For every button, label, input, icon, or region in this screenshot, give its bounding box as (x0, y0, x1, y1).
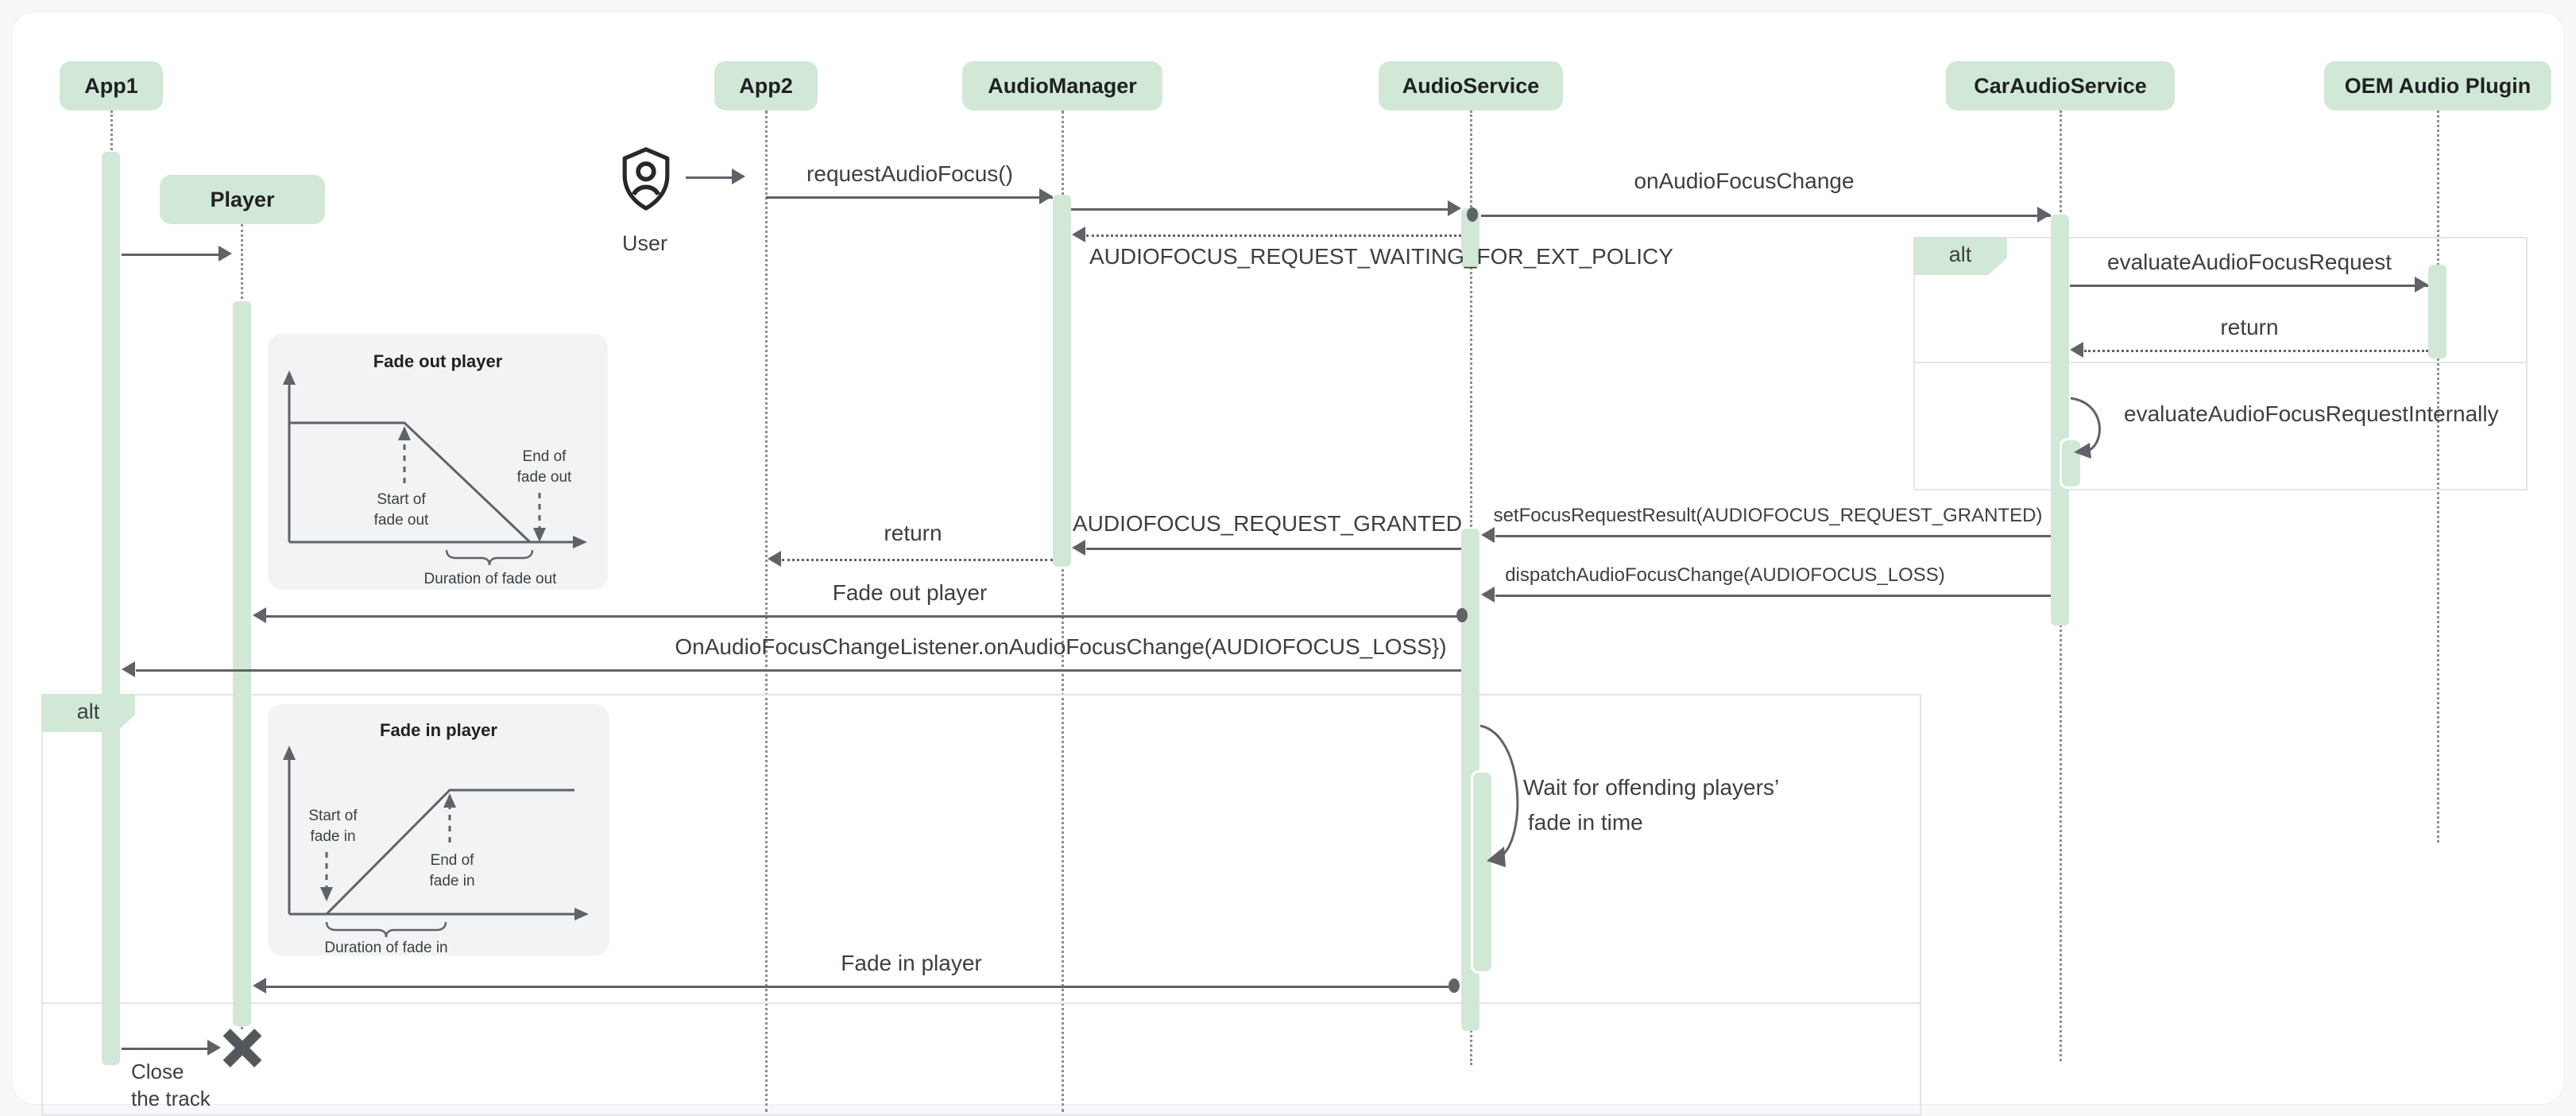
activation-audiomanager (1053, 195, 1071, 567)
fade-out-start-label: Start of (377, 491, 426, 508)
activation-audioservice-wait (1471, 770, 1494, 974)
activation-audioservice-1 (1461, 208, 1479, 268)
participant-audiomanager: AudioManager (962, 61, 1162, 110)
arrowhead-icon (122, 661, 135, 677)
arrowhead-icon (2037, 207, 2051, 223)
fade-in-inset-title: Fade in player (380, 720, 497, 740)
arrowhead-icon (768, 551, 781, 567)
wait-note-line2: fade in time (1528, 810, 1643, 835)
arrowhead-icon (1072, 540, 1085, 556)
wait-note-line1: Wait for offending players’ (1523, 775, 1780, 800)
participant-oem-audio-plugin: OEM Audio Plugin (2324, 61, 2551, 110)
fade-out-end-label2: fade out (517, 469, 572, 486)
fade-in-end-label2: fade in (429, 873, 474, 889)
message-evaluate-request-arrow (2070, 285, 2428, 287)
fade-in-start-label: Start of (308, 808, 358, 824)
activation-player (233, 301, 251, 1026)
message-app1-player-arrow (122, 254, 222, 256)
participant-app1: App1 (60, 61, 163, 110)
arrowhead-icon (2415, 277, 2428, 293)
fade-out-end-label: End of (523, 448, 567, 465)
arrowhead-icon (1448, 200, 1461, 216)
arrowhead-icon (1481, 527, 1495, 543)
message-fade-out-player-label: Fade out player (832, 580, 988, 605)
message-evaluate-request-label: evaluateAudioFocusRequest (2106, 250, 2392, 274)
activation-caraudioservice (2051, 215, 2069, 626)
alt-fragment-divider (1915, 362, 2526, 363)
message-dispatch-change-label: dispatchAudioFocusChange(AUDIOFOCUS_LOSS… (1505, 564, 1945, 586)
user-arrowhead-icon (732, 169, 745, 184)
duration-brace (445, 549, 534, 566)
self-call-arrow (2070, 397, 2101, 459)
message-on-audio-focus-change-label: onAudioFocusChange (1634, 169, 1855, 193)
alt-fragment-label: alt (1913, 237, 2007, 275)
fade-out-inset-chart: Fade out player Start of fade out End of… (268, 334, 608, 590)
message-set-focus-result-label: setFocusRequestResult(AUDIOFOCUS_REQUEST… (1493, 505, 2043, 526)
fade-in-end-label: End of (431, 852, 475, 869)
message-request-audio-focus-arrow (766, 196, 1053, 199)
duration-brace (325, 921, 447, 938)
lifeline-app2 (765, 110, 768, 1112)
message-request-audio-focus-label: requestAudioFocus() (806, 161, 1013, 186)
lifeline-oem (2437, 110, 2439, 843)
message-waiting-ext-policy-label: AUDIOFOCUS_REQUEST_WAITING_FOR_EXT_POLIC… (1089, 244, 1673, 269)
message-set-focus-result-arrow (1495, 535, 2051, 537)
arrowhead-icon (1039, 188, 1053, 204)
message-fade-in-player-arrow (265, 986, 1450, 988)
message-return-oem-arrow (2084, 350, 2428, 352)
alt-fragment-divider (43, 1002, 1920, 1004)
fade-in-duration-label: Duration of fade in (324, 940, 447, 955)
message-dispatch-change-arrow (1495, 595, 2051, 597)
message-evaluate-internally-label: evaluateAudioFocusRequestInternally (2124, 401, 2499, 426)
fade-out-curve (289, 421, 532, 544)
message-fade-in-player-label: Fade in player (841, 951, 982, 975)
participant-audioservice: AudioService (1379, 61, 1563, 110)
alt-fragment-label: alt (41, 694, 135, 732)
arrowhead-icon (253, 978, 266, 994)
fade-in-start-label2: fade in (310, 828, 355, 845)
arrowhead-icon (219, 246, 232, 262)
arrowhead-icon (2070, 342, 2083, 358)
arrowhead-icon (207, 1040, 221, 1056)
message-return-oem-label: return (2220, 315, 2279, 339)
fade-out-duration-label: Duration of fade out (424, 571, 558, 587)
message-waiting-ext-policy-arrow (1086, 234, 1461, 237)
fade-in-inset-chart: Fade in player Start of fade in End of f… (268, 704, 609, 955)
message-on-audio-focus-change-arrow (1481, 215, 2051, 217)
activation-oem (2428, 265, 2446, 358)
message-forward-arrow (1071, 208, 1451, 211)
message-request-granted-arrow (1086, 548, 1461, 550)
participant-caraudioservice: CarAudioService (1946, 61, 2175, 110)
fade-out-start-label2: fade out (374, 512, 429, 529)
close-track-label-line1: Close (131, 1060, 184, 1083)
arrowhead-icon (253, 607, 266, 623)
diagram-card: alt alt App1 App2 AudioManager AudioServ… (11, 11, 2565, 1116)
message-return-am-arrow (782, 559, 1053, 561)
message-origin-dot-icon (1467, 207, 1478, 222)
arrowhead-icon (1072, 227, 1085, 242)
message-origin-dot-icon (1456, 608, 1468, 622)
activation-caraudioservice-internal (2060, 438, 2083, 489)
message-close-track-arrow (122, 1048, 211, 1050)
user-actor-icon (620, 145, 672, 216)
message-on-change-listener-arrow (136, 669, 1461, 672)
arrowhead-icon (1481, 587, 1495, 603)
wait-self-call-arrow (1479, 724, 1519, 867)
user-arrow (686, 176, 733, 179)
close-track-label-line2: the track (131, 1087, 211, 1110)
lifeline-audiomanager (1062, 110, 1064, 1112)
activation-app1 (102, 152, 120, 1065)
alt-fragment-policy: alt (1913, 237, 2528, 490)
participant-app2: App2 (714, 61, 818, 110)
message-request-granted-label: AUDIOFOCUS_REQUEST_GRANTED (1072, 511, 1463, 536)
object-player: Player (160, 175, 325, 224)
fade-in-curve (325, 789, 574, 916)
fade-out-inset-title: Fade out player (373, 351, 503, 371)
message-origin-dot-icon (1449, 978, 1460, 993)
message-fade-out-player-arrow (265, 615, 1458, 618)
message-return-am-label: return (884, 521, 942, 545)
destroy-track-icon (220, 1025, 265, 1070)
message-on-change-listener-label: OnAudioFocusChangeListener.onAudioFocusC… (675, 634, 1447, 659)
user-actor-label: User (622, 231, 668, 255)
